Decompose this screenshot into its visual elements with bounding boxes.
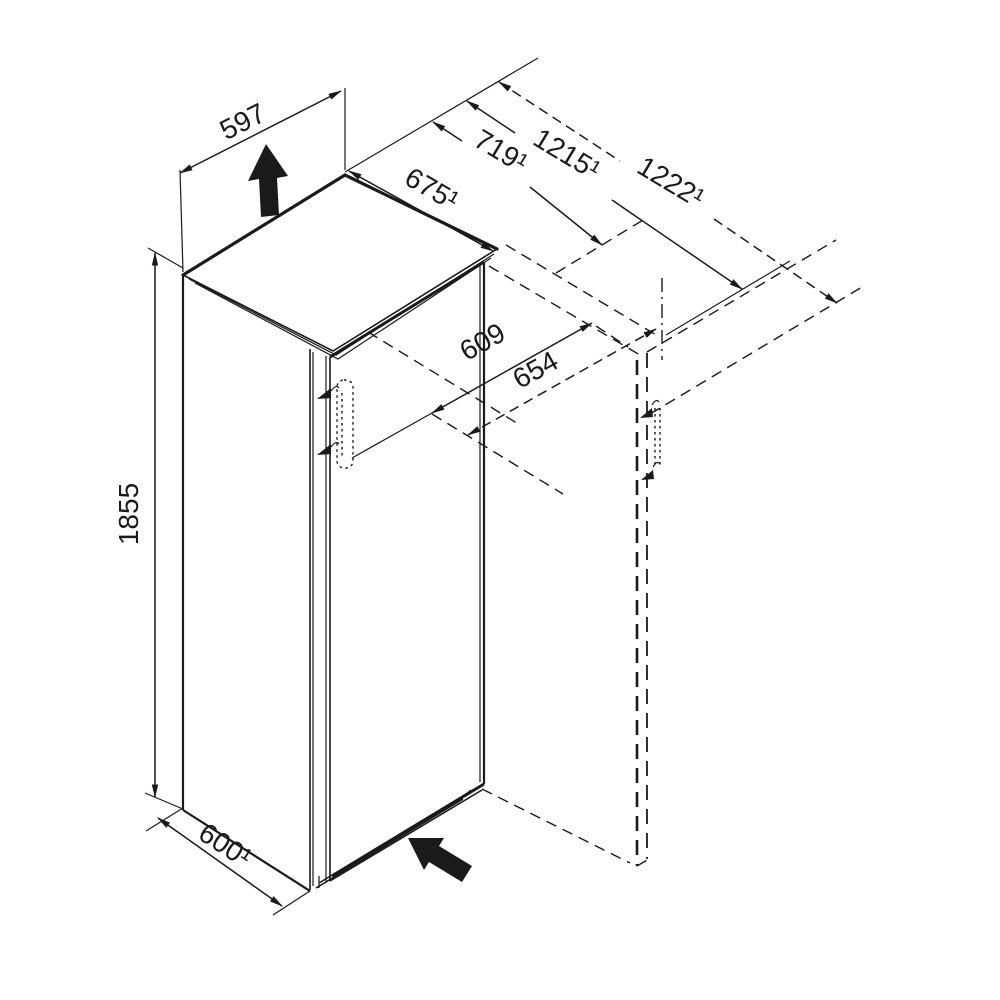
projection-top-corner-to-hinge-axis xyxy=(505,244,659,337)
extension-back-plane xyxy=(344,57,539,173)
cabinet-body xyxy=(181,173,499,892)
extension-vertical-left-corner xyxy=(179,169,184,273)
dim-label-height: 1855 xyxy=(113,483,144,545)
plinth-bottom-line xyxy=(315,798,464,889)
extension-depth-back xyxy=(145,807,184,832)
dimline-depth-with-handle-b xyxy=(529,186,603,246)
closed-door-hinge-mark-bottom-icon xyxy=(317,444,331,455)
extension-1215-plane xyxy=(665,260,791,336)
dimline-body-depth xyxy=(157,817,283,907)
projection-door-bottom-to-open-door xyxy=(481,788,631,864)
closed-door-hinge-curl-top xyxy=(330,385,340,392)
open-door-hinge-bottom-icon xyxy=(641,470,654,480)
open-door-projection xyxy=(635,278,663,867)
projection-top-corner-to-door xyxy=(488,265,641,356)
door-handle-recess xyxy=(336,379,354,469)
dim-label-door-open-max: 1222¹ xyxy=(632,150,709,213)
dim-label-top-width: 597 xyxy=(215,97,271,146)
front-direction-arrow-icon xyxy=(408,838,472,882)
plinth-right-step xyxy=(465,789,472,795)
closed-door-hinge-mark-top-icon xyxy=(317,388,331,399)
dim-label-door-swing-side-max: 654 xyxy=(507,345,563,395)
dim-label-door-open: 1215¹ xyxy=(528,122,605,185)
extension-depth-front xyxy=(272,890,311,916)
extension-open-door-top-plane xyxy=(646,239,837,353)
cabinet-top-rim-line-2 xyxy=(194,257,492,360)
extension-609-end xyxy=(595,325,629,348)
projection-lines xyxy=(144,57,863,916)
extension-max-swing-plane xyxy=(649,286,863,415)
closed-door-hinge-curl-bottom xyxy=(330,441,340,448)
plinth-top-line xyxy=(318,793,467,884)
dimline-door-swing-side-max xyxy=(467,328,657,436)
dim-label-door-swing-side: 609 xyxy=(454,317,510,367)
cabinet-top-front-edges xyxy=(182,248,498,352)
dimline-door-open-b xyxy=(611,199,743,290)
open-door-bottom-edge xyxy=(636,859,648,867)
dimline-top-width xyxy=(179,90,342,174)
dimline-door-open-a xyxy=(466,100,516,134)
dimline-door-open-max-b xyxy=(713,218,838,304)
extension-height-bottom xyxy=(144,792,184,810)
door-bottom-edge-inner xyxy=(329,789,483,882)
open-door-hinge-top-curl xyxy=(651,399,660,406)
dim-label-depth-with-handle: 719¹ xyxy=(469,123,533,178)
door-top-edge xyxy=(329,260,485,359)
direction-arrows xyxy=(248,144,472,882)
dimline-depth-with-handle-a xyxy=(432,121,463,142)
extension-handle-front-tail xyxy=(351,412,433,459)
dimline-depth-with-door xyxy=(348,170,494,252)
extension-height-top xyxy=(147,247,184,269)
top-ventilation-arrow-icon xyxy=(248,144,288,217)
open-door-hinge-bottom-curl xyxy=(652,461,661,468)
dimension-lines xyxy=(151,81,838,907)
dimline-door-open-max-a xyxy=(498,81,621,162)
dimension-labels: 597 675¹ 719¹ 1215¹ 1222¹ 609 654 1855 6… xyxy=(113,97,710,873)
projection-handle-depth xyxy=(431,413,564,495)
